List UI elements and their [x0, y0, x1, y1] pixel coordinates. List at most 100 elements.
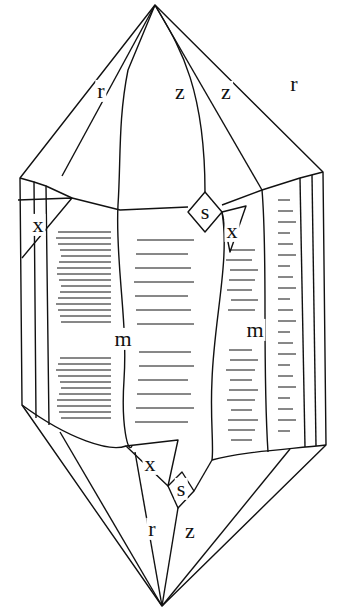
- striation: [56, 238, 111, 239]
- striation: [231, 440, 252, 441]
- crystal-edge: [22, 405, 126, 447]
- striation: [135, 422, 188, 423]
- striation: [59, 394, 111, 395]
- striation: [58, 310, 111, 311]
- crystal-edge: [222, 206, 246, 252]
- striation: [58, 244, 111, 245]
- face-label: z: [219, 81, 233, 103]
- striation: [229, 390, 258, 391]
- striation: [278, 365, 290, 366]
- face-label: r: [146, 518, 157, 540]
- crystal-edge: [194, 460, 212, 491]
- crystal-edge: [155, 5, 262, 190]
- striation: [229, 280, 255, 281]
- striation: [278, 376, 293, 377]
- striation: [278, 200, 290, 201]
- face-label: m: [112, 328, 133, 350]
- striation: [61, 388, 111, 389]
- striation: [136, 408, 194, 409]
- striation: [228, 420, 258, 421]
- face-label: s: [199, 201, 212, 223]
- striation: [58, 298, 111, 299]
- striation: [134, 282, 194, 283]
- striation: [278, 354, 296, 355]
- striation: [278, 211, 293, 212]
- striation: [61, 286, 111, 287]
- striation: [137, 324, 194, 325]
- face-label: s: [175, 478, 188, 500]
- striation: [136, 254, 188, 255]
- striation: [227, 290, 252, 291]
- striation: [230, 250, 255, 251]
- striation: [231, 300, 258, 301]
- crystal-edge: [18, 198, 72, 258]
- striation: [60, 358, 111, 359]
- striation: [58, 364, 111, 365]
- striation: [278, 266, 290, 267]
- crystal-edge: [300, 178, 305, 447]
- striation: [278, 431, 290, 432]
- striation: [137, 240, 194, 241]
- striation: [229, 350, 252, 351]
- striation: [226, 370, 255, 371]
- crystal-edge: [155, 5, 205, 192]
- striation: [278, 387, 296, 388]
- striation: [57, 274, 111, 275]
- face-label: x: [143, 453, 158, 475]
- striation: [59, 412, 111, 413]
- striation: [135, 296, 188, 297]
- striation: [278, 409, 293, 410]
- striation: [278, 398, 290, 399]
- striation: [135, 268, 191, 269]
- crystal-edge: [222, 172, 323, 205]
- striation: [227, 400, 255, 401]
- striation: [228, 430, 255, 431]
- striation: [57, 400, 111, 401]
- striation: [278, 277, 293, 278]
- crystal-edge: [211, 212, 224, 460]
- striation: [278, 343, 293, 344]
- face-label: r: [95, 80, 106, 102]
- striation: [61, 322, 111, 323]
- striation: [61, 418, 111, 419]
- crystal-edge: [312, 175, 316, 446]
- striation: [278, 222, 296, 223]
- striation: [278, 332, 290, 333]
- striation: [59, 280, 111, 281]
- striation: [278, 244, 293, 245]
- striation: [278, 420, 296, 421]
- striation: [137, 394, 191, 395]
- striation: [278, 233, 290, 234]
- face-label: r: [288, 73, 299, 95]
- striation: [278, 288, 296, 289]
- striation: [139, 352, 191, 353]
- striation: [278, 255, 296, 256]
- crystal-edge: [188, 192, 222, 232]
- striation: [231, 410, 252, 411]
- striation: [228, 310, 255, 311]
- striation: [136, 310, 191, 311]
- striation: [278, 321, 296, 322]
- face-label: z: [183, 520, 197, 542]
- crystal-edge: [62, 5, 155, 176]
- striation: [59, 262, 111, 263]
- crystal-edge: [118, 5, 155, 448]
- striation: [278, 310, 293, 311]
- striation: [60, 292, 111, 293]
- striation: [230, 270, 258, 271]
- crystal-edge: [20, 5, 326, 606]
- striation: [139, 366, 194, 367]
- crystal-edge: [126, 440, 178, 486]
- crystal-edge: [60, 432, 162, 606]
- crystal-edge: [168, 472, 194, 508]
- striation: [230, 360, 258, 361]
- face-label: x: [225, 220, 240, 242]
- crystal-edge: [162, 508, 178, 606]
- crystal-edge: [212, 445, 326, 460]
- striation: [58, 376, 111, 377]
- striation: [57, 406, 111, 407]
- striation: [60, 382, 111, 383]
- face-label: m: [244, 319, 265, 341]
- striation: [60, 250, 111, 251]
